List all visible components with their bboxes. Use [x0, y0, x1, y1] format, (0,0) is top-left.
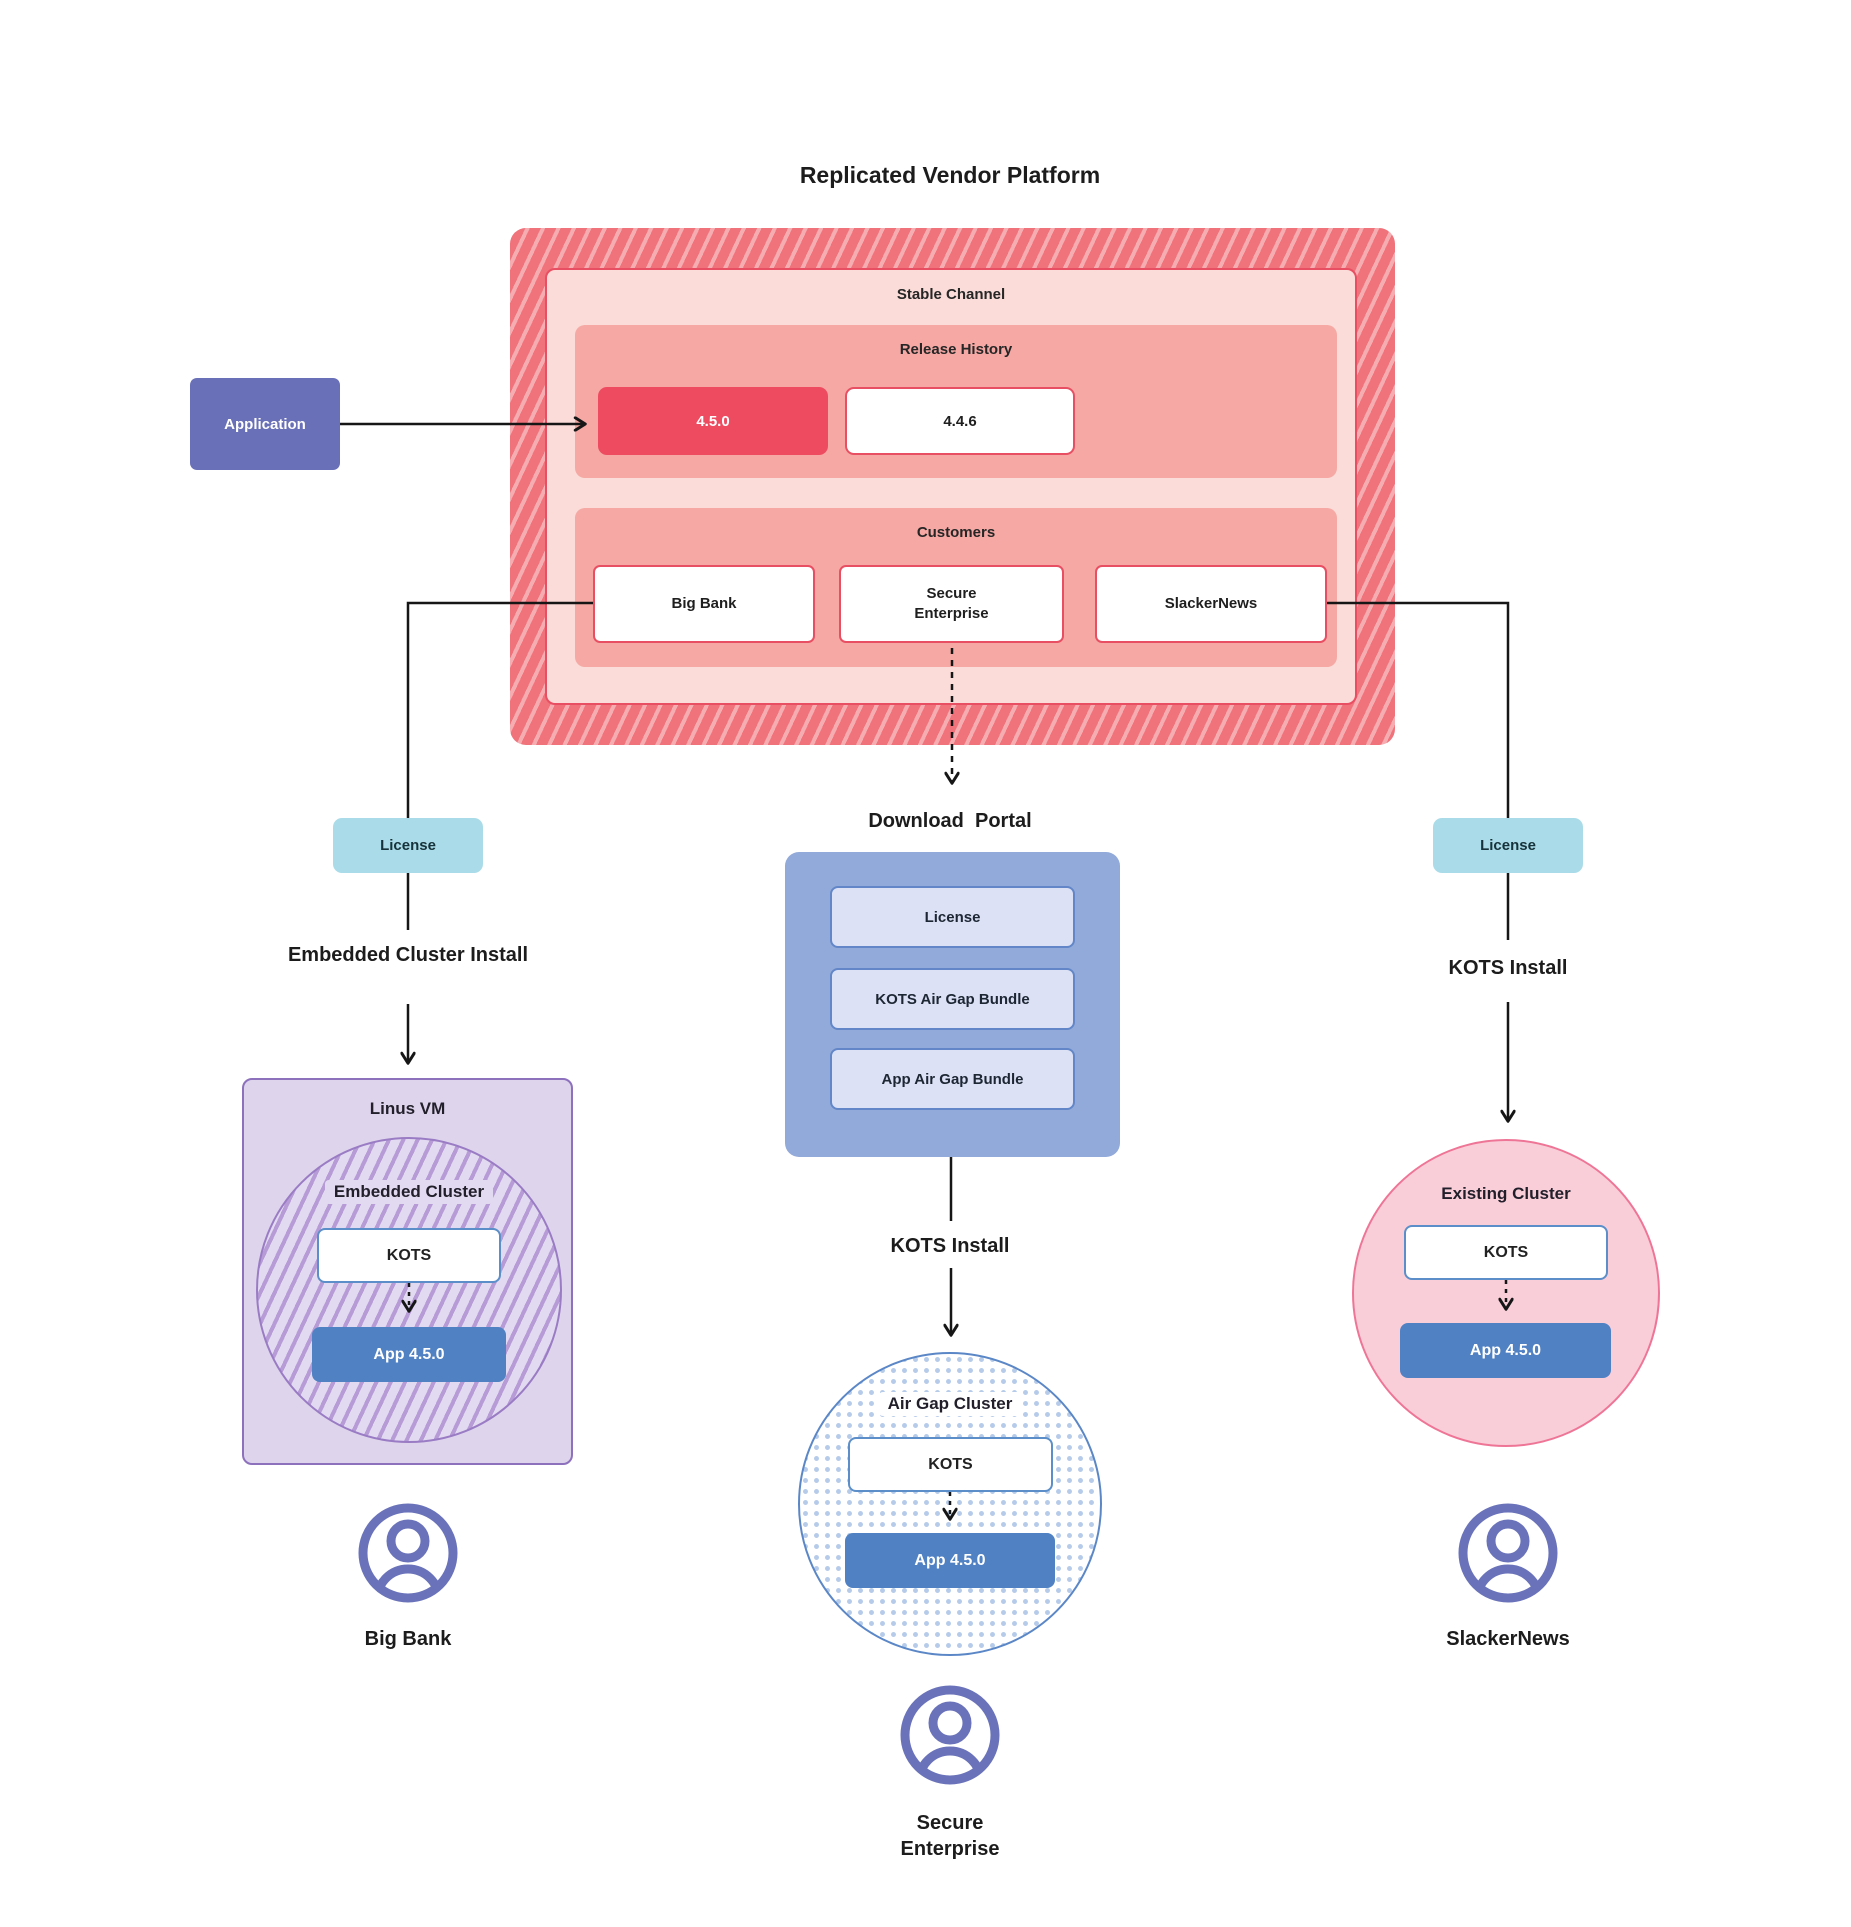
- customer-big-bank-label: Big Bank: [671, 594, 737, 612]
- existing-cluster-label: Existing Cluster: [1441, 1184, 1571, 1203]
- license-chip-right: License: [1433, 818, 1583, 873]
- kots-install-label-middle: KOTS Install: [890, 1235, 1010, 1257]
- diagram-title: Replicated Vendor Platform: [799, 162, 1101, 188]
- embedded-cluster-install-label: Embedded Cluster Install: [287, 944, 529, 966]
- release-4-5-0[interactable]: 4.5.0: [598, 387, 828, 455]
- person-icon-secure-enterprise: [900, 1685, 1000, 1785]
- portal-item-kots-airgap-bundle[interactable]: KOTS Air Gap Bundle: [830, 968, 1075, 1030]
- stable-channel-label: Stable Channel: [896, 286, 1006, 303]
- app-node-left: App 4.5.0: [312, 1327, 506, 1382]
- customer-secure-enterprise-label: Secure Enterprise: [914, 584, 989, 622]
- linus-vm-label: Linus VM: [369, 1099, 446, 1118]
- persona-label-secure-enterprise: Secure Enterprise: [900, 1812, 1000, 1860]
- person-icon-big-bank: [358, 1503, 458, 1603]
- person-icon-slackernews: [1458, 1503, 1558, 1603]
- embedded-cluster-label: Embedded Cluster: [284, 1180, 534, 1204]
- download-portal-label: Download Portal: [868, 810, 1032, 832]
- kots-install-label-right: KOTS Install: [1448, 957, 1568, 979]
- customer-slackernews[interactable]: SlackerNews: [1095, 565, 1327, 643]
- application-node: Application: [190, 378, 340, 470]
- app-node-right: App 4.5.0: [1400, 1323, 1611, 1378]
- persona-label-slackernews: SlackerNews: [1446, 1628, 1570, 1650]
- customer-slackernews-label: SlackerNews: [1164, 594, 1258, 612]
- release-history-label: Release History: [899, 341, 1013, 358]
- kots-node-right: KOTS: [1404, 1225, 1608, 1280]
- kots-node-middle: KOTS: [848, 1437, 1053, 1492]
- customer-secure-enterprise[interactable]: Secure Enterprise: [839, 565, 1064, 643]
- portal-item-app-airgap-bundle[interactable]: App Air Gap Bundle: [830, 1048, 1075, 1110]
- license-chip-left: License: [333, 818, 483, 873]
- app-node-middle: App 4.5.0: [845, 1533, 1055, 1588]
- release-4-4-6[interactable]: 4.4.6: [845, 387, 1075, 455]
- portal-item-license[interactable]: License: [830, 886, 1075, 948]
- kots-node-left: KOTS: [317, 1228, 501, 1283]
- customer-big-bank[interactable]: Big Bank: [593, 565, 815, 643]
- air-gap-cluster-label: Air Gap Cluster: [825, 1392, 1075, 1416]
- persona-label-big-bank: Big Bank: [364, 1628, 452, 1650]
- customers-label: Customers: [916, 524, 996, 541]
